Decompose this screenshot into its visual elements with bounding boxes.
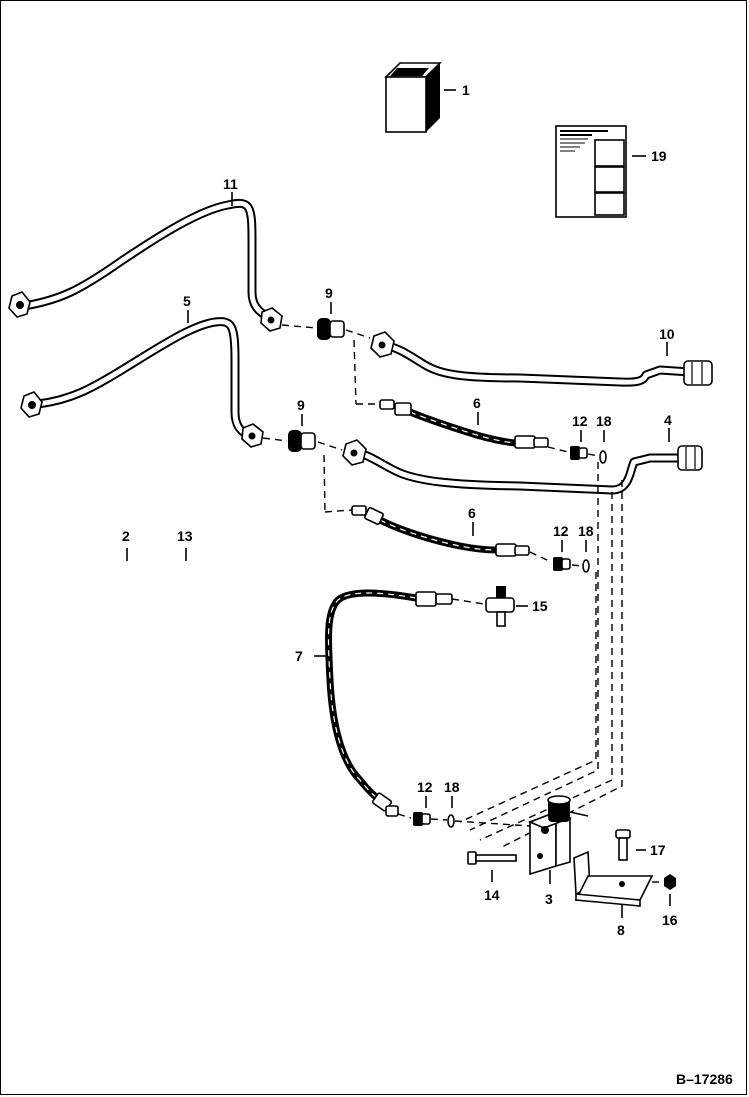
callout-9-upper: 9 [325,285,333,301]
part-10-tube [345,329,713,387]
callout-10: 10 [659,326,675,342]
callout-18-lower: 18 [444,779,460,795]
part-16-nut [652,874,676,906]
parts-2-13-leaders [126,548,187,561]
part-8-bracket [573,850,654,918]
part-14-bolt [467,851,517,882]
callout-16: 16 [662,912,678,928]
callout-6-upper: 6 [473,395,481,411]
callout-19: 19 [651,148,667,164]
callout-6-lower: 6 [468,505,476,521]
callout-18-middle: 18 [578,523,594,539]
callout-8: 8 [617,922,625,938]
part-11-tube [8,192,283,332]
callout-18-upper: 18 [596,413,612,429]
routing-dash-lines [459,462,623,849]
callout-14: 14 [484,887,500,903]
part-1-box [384,62,456,133]
part-15-tee [451,586,528,627]
part-12-18-middle [529,540,590,573]
callout-7: 7 [295,648,303,664]
callout-12-lower: 12 [417,779,433,795]
part-4-tube [317,428,703,495]
callout-2: 2 [122,528,130,544]
callout-15: 15 [532,598,548,614]
part-19-decal [555,125,646,218]
callout-11: 11 [223,176,238,192]
part-3-valve [527,795,589,884]
part-17-screw [615,829,646,861]
part-7-hose [314,589,453,817]
callout-4: 4 [664,412,672,428]
callout-9-lower: 9 [297,397,305,413]
callout-5: 5 [183,293,191,309]
callout-1: 1 [462,82,470,98]
callout-17: 17 [650,842,666,858]
part-12-18-lower [397,796,531,828]
figure-number: B–17286 [676,1071,733,1087]
part-12-18-upper [547,430,607,464]
part-6-hose-lower [323,454,530,557]
part-6-hose-upper [353,339,549,449]
part-9-fitting-lower [262,414,316,452]
part-5-tube [20,310,264,448]
part-9-fitting-upper [281,302,345,340]
callout-13: 13 [177,528,193,544]
callout-12-upper: 12 [572,413,588,429]
callout-3: 3 [545,891,553,907]
callout-labels: 1 19 11 5 9 9 10 6 12 18 4 2 13 6 12 18 … [122,82,678,938]
callout-12-middle: 12 [553,523,569,539]
